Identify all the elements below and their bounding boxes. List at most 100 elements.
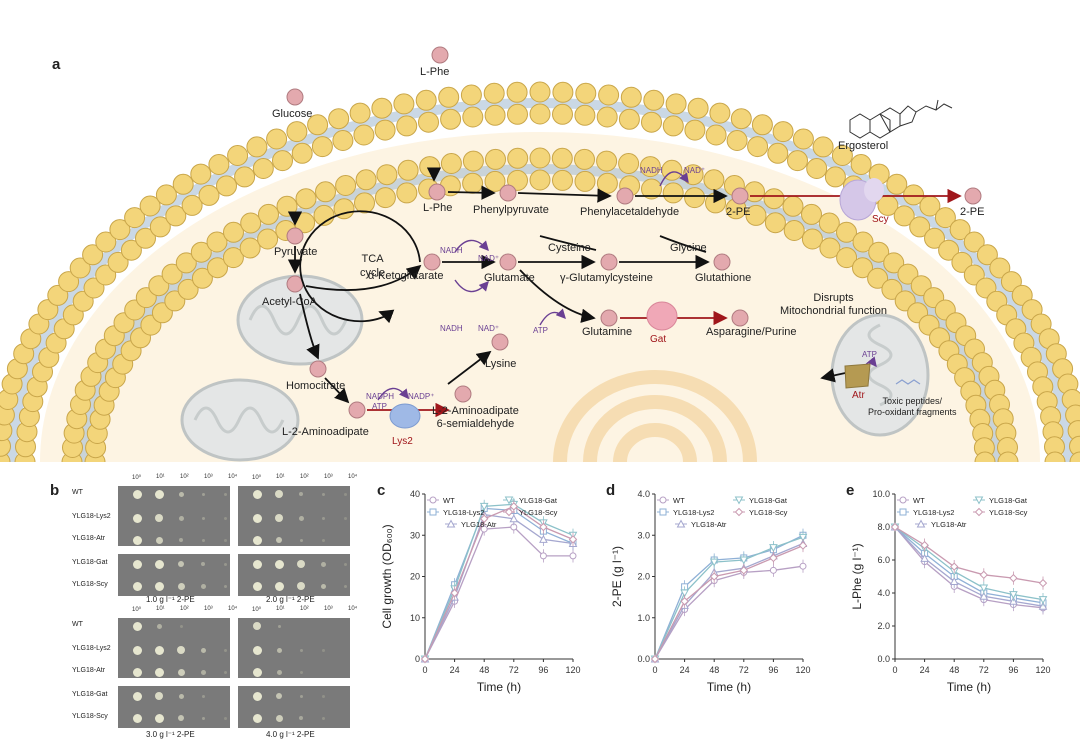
x-tick-label: 24 bbox=[450, 665, 460, 675]
condition-label: 3.0 g l⁻¹ 2-PE bbox=[146, 730, 195, 739]
data-point bbox=[420, 654, 430, 664]
label-glutamine: Glutamine bbox=[582, 326, 633, 338]
x-tick-label: 48 bbox=[479, 665, 489, 675]
data-point bbox=[659, 496, 667, 504]
data-point bbox=[949, 562, 959, 571]
dilution-label: 10² bbox=[180, 606, 189, 612]
yeast-spot bbox=[298, 515, 304, 521]
yeast-spot bbox=[132, 621, 142, 631]
strain-label: YLG18-Gat bbox=[72, 559, 108, 566]
scy-protein-icon bbox=[839, 178, 884, 221]
dilution-label: 10¹ bbox=[276, 474, 285, 480]
label-alpha-ketoglutarate: α-Ketoglutarate bbox=[368, 270, 444, 282]
yeast-spot bbox=[299, 538, 303, 542]
yeast-spot bbox=[201, 694, 205, 698]
yeast-spot bbox=[252, 667, 262, 677]
data-point bbox=[899, 496, 907, 504]
data-point bbox=[734, 507, 744, 517]
dilution-label: 10¹ bbox=[276, 606, 285, 612]
yeast-spot bbox=[297, 582, 305, 590]
yeast-spot bbox=[178, 693, 184, 699]
yeast-spot bbox=[276, 669, 282, 675]
dilution-label: 10¹ bbox=[156, 474, 165, 480]
yeast-spot bbox=[155, 692, 163, 700]
data-point bbox=[979, 584, 989, 593]
dilution-label: 10³ bbox=[324, 474, 333, 480]
yeast-spot bbox=[177, 582, 185, 590]
yeast-spot bbox=[320, 561, 326, 567]
yeast-spot bbox=[252, 581, 262, 591]
label-ergosterol: Ergosterol bbox=[838, 140, 889, 152]
yeast-spot bbox=[299, 670, 303, 674]
legend-label: YLG18-Scy bbox=[519, 508, 558, 517]
x-tick-label: 120 bbox=[1035, 665, 1050, 675]
data-point bbox=[659, 508, 667, 516]
label-pyruvate: Pyruvate bbox=[274, 246, 318, 258]
dilution-label: 10⁴ bbox=[228, 474, 238, 480]
x-tick-label: 48 bbox=[709, 665, 719, 675]
data-point bbox=[1009, 573, 1018, 583]
yeast-spot bbox=[155, 536, 163, 544]
yeast-spot bbox=[252, 691, 262, 701]
cell-membrane bbox=[0, 81, 1080, 462]
yeast-spot bbox=[343, 584, 347, 588]
lys2-protein-icon bbox=[389, 403, 421, 429]
panel-label-c: c bbox=[377, 482, 386, 499]
yeast-spot bbox=[154, 581, 164, 591]
label-phenylpyruvate: Phenylpyruvate bbox=[473, 204, 549, 216]
label-l2-aminoadipate: L-2-Aminoadipate bbox=[282, 426, 369, 438]
yeast-spot bbox=[154, 645, 164, 655]
dilution-label: 10² bbox=[300, 606, 309, 612]
series-line bbox=[654, 544, 804, 660]
yeast-spot bbox=[274, 581, 284, 591]
yeast-spot bbox=[132, 489, 142, 499]
data-point bbox=[799, 562, 807, 570]
x-tick-label: 0 bbox=[422, 665, 427, 675]
dilution-label: 10¹ bbox=[156, 606, 165, 612]
data-point bbox=[709, 572, 719, 581]
yeast-spot bbox=[321, 516, 325, 520]
data-point bbox=[504, 496, 514, 505]
strain-label: YLG18-Scy bbox=[72, 581, 108, 588]
metabolite-dots bbox=[286, 46, 982, 419]
yeast-spot bbox=[178, 715, 184, 721]
yeast-spot bbox=[343, 562, 347, 566]
legend-label: YLG18-Gat bbox=[519, 496, 558, 505]
data-point bbox=[429, 508, 437, 516]
yeast-spot bbox=[276, 537, 282, 543]
yeast-spot bbox=[132, 713, 142, 723]
label-lysine: Lysine bbox=[485, 358, 517, 370]
yeast-spot bbox=[201, 716, 205, 720]
label-glutamate: Glutamate bbox=[484, 272, 535, 284]
data-point bbox=[769, 544, 778, 553]
y-axis-label: L-Phe (g l⁻¹) bbox=[850, 543, 864, 609]
data-point bbox=[480, 525, 488, 533]
yeast-spot bbox=[223, 562, 227, 566]
label-lys2: Lys2 bbox=[392, 436, 413, 447]
dilution-label: 10⁴ bbox=[348, 474, 358, 480]
series-line bbox=[894, 526, 1044, 609]
data-point bbox=[920, 553, 929, 562]
data-point bbox=[1009, 591, 1018, 600]
yeast-spot bbox=[201, 562, 205, 566]
data-point bbox=[1038, 578, 1048, 588]
yeast-spot bbox=[132, 691, 142, 701]
data-point bbox=[539, 534, 548, 543]
yeast-spot bbox=[179, 624, 183, 628]
label-nad-top: NAD⁺ bbox=[684, 166, 706, 175]
condition-label: 4.0 g l⁻¹ 2-PE bbox=[266, 730, 315, 739]
atr-protein-icon bbox=[844, 363, 871, 389]
yeast-spot bbox=[223, 648, 227, 652]
dilution-label: 10² bbox=[180, 474, 189, 480]
legend-label: YLG18-Lys2 bbox=[443, 508, 484, 517]
y-tick-label: 4.0 bbox=[637, 489, 650, 499]
yeast-spot bbox=[200, 647, 206, 653]
yeast-spot bbox=[320, 583, 326, 589]
y-tick-label: 0.0 bbox=[637, 654, 650, 664]
data-point bbox=[539, 522, 548, 532]
data-point bbox=[949, 576, 959, 585]
x-axis-label: Time (h) bbox=[947, 680, 991, 694]
mitochondrion-icon bbox=[180, 378, 300, 462]
label-glutathione: Glutathione bbox=[695, 272, 752, 284]
